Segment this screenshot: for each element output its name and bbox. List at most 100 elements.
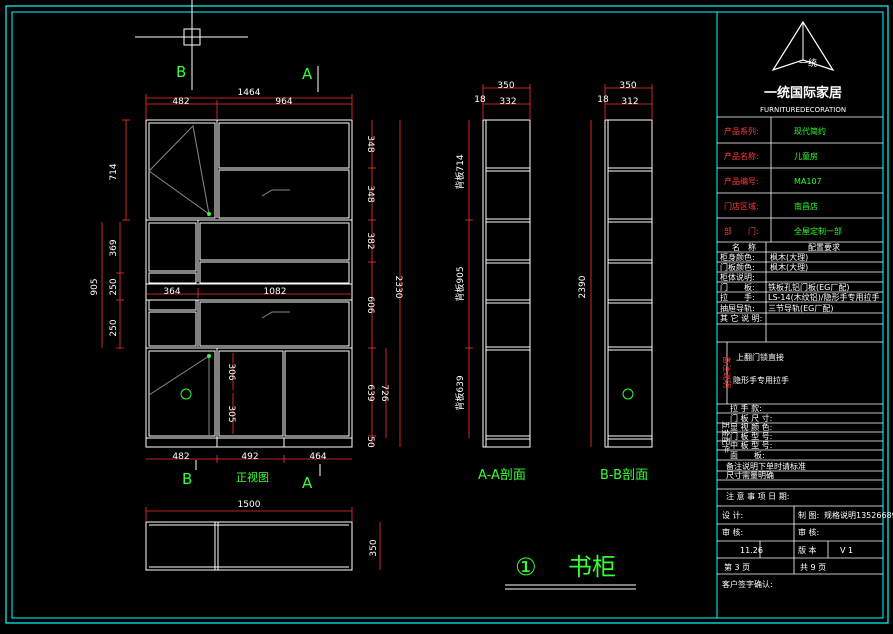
row-label-code: 产品编号: [724,176,759,186]
section-a-back-2: 背板905 [454,266,466,301]
mid-right-cell-2 [199,261,350,284]
front-view-label: 正视图 [236,470,269,484]
section-a-inner: 332 [499,97,516,107]
row-value-series: 现代简约 [794,126,826,136]
section-b-view: 350 18 312 2390 B-B剖面 [578,81,653,483]
row-value-dept: 全屋定制一部 [794,226,842,236]
lower-hinge-marker-icon [207,354,211,358]
hardware-label-4: 中 板 型 号: [730,440,772,450]
note-line-2: 隐形手专用拉手 [733,375,789,385]
section-a-back-3: 背板639 [454,375,466,410]
mid-right-cell-1 [199,222,350,261]
door-open-symbol [148,124,210,216]
drawing-title: ① 书柜 [505,553,636,590]
row-value-code: MA107 [794,177,822,186]
row-label-dept: 部 门: [724,226,759,236]
page-current: 第 3 页 [724,562,750,572]
hardware-side-label: 五金配件 [721,421,731,453]
front-dimensions [101,94,401,463]
dim-bottom-3: 464 [309,452,326,462]
inner-frame [11,11,884,619]
version-value: V 1 [840,546,853,555]
title-block: 一统 一统国际家居 FURNITUREDECORATION [717,20,893,589]
drawing-title-number: ① [515,553,537,581]
material-label-3: 门 板: [720,282,755,292]
marker-a-top: A [302,65,313,83]
dim-bottom-1: 482 [172,452,189,462]
notes-side-label: 备注说明 [722,356,732,388]
company-logo: 一统 [771,20,835,72]
dim-right-348b: 348 [365,185,375,202]
logo-badge-text: 一统 [799,57,817,69]
page-total: 共 9 页 [800,563,826,572]
review-label-right: 审 核: [798,527,819,537]
company-name: 一统国际家居 [764,85,842,101]
remark-1: 备注说明下单时请标准 [726,461,806,471]
version-label: 版 本 [798,545,817,555]
hardware-label-5: 面 板: [730,450,765,460]
material-label-6: 其 它 说 明: [720,313,762,323]
section-a-depth: 350 [497,81,514,91]
marker-b-bottom: B [182,470,192,488]
section-a-back-1: 背板714 [454,154,466,189]
dim-right-639: 639 [365,384,375,401]
upper-right-panel-2 [218,169,350,219]
material-value-0: 枫木(大理) [770,252,808,262]
material-label-0: 柜身颜色: [720,252,755,262]
outer-frame [5,5,889,624]
lower-door-open-symbol [148,355,210,436]
section-b-depth: 350 [619,81,636,91]
dim-mid-right: 1082 [264,287,287,297]
material-label-2: 柜体说明: [720,272,755,282]
dim-right-606: 606 [365,296,375,313]
row-value-store: 南昌店 [794,201,818,211]
drawing-value: 规格说明135266891638 [824,510,893,520]
lower-left-door [148,350,216,437]
row-label-name: 产品名称: [724,151,759,161]
material-label-4: 拉 手: [720,292,755,302]
customer-label: 客户签字确认: [722,579,773,589]
plan-width: 1500 [238,500,261,510]
material-header-desc: 配置要求 [808,242,840,252]
dim-mid-left: 364 [163,287,180,297]
material-value-3: 铁板孔铝门板(EG厂配) [768,282,850,292]
dim-top-total: 1464 [238,88,261,98]
section-b-height: 2390 [578,275,588,298]
dim-top-right: 964 [275,97,292,107]
dim-inner-305: 305 [226,405,236,422]
remark-2: 尺寸需量明确 [726,470,774,480]
material-label-1: 门板颜色: [720,262,755,272]
date-label: 注 意 事 项 日 期: [726,491,789,501]
section-b-inner: 312 [621,97,638,107]
marker-b-top: B [176,63,186,81]
dim-left-714: 714 [109,163,119,180]
dim-left-905: 905 [90,278,100,295]
marker-a-bottom: A [302,474,313,492]
section-a-view: 350 18 332 背板714 背板905 背板639 A-A剖面 [454,81,531,483]
row-label-store: 门店区域: [724,201,759,211]
section-markers: B A B A 正视图 [176,62,321,492]
mid-right-cell-3 [199,301,350,347]
dim-right-726: 726 [379,384,389,401]
section-b-label: B-B剖面 [600,468,648,483]
plan-view: 1500 350 [145,500,381,571]
note-line-1: 上翻门锁直接 [736,352,784,362]
date-value: 11.26 [740,546,763,555]
plan-depth: 350 [369,539,379,556]
material-value-4: LS-14(木纹铝)/隐形手专用拉手 [768,292,880,302]
dim-top-left: 482 [172,97,189,107]
hinge-marker-icon [207,212,211,216]
drawing-label: 制 图: [798,510,819,520]
front-dimension-labels: 1464 482 964 364 1082 482 492 464 714 36… [90,88,403,462]
designer-label: 设 计: [722,510,743,520]
lower-mid-door [218,350,284,437]
dim-right-348a: 348 [365,135,375,152]
flap-arrow-icon [261,189,290,197]
dim-inner-306: 306 [226,363,236,380]
dim-left-250a: 250 [109,278,119,295]
mid-left-cell-1 [148,222,197,272]
front-view [145,119,353,448]
drawing-title-text: 书柜 [568,553,616,581]
hardware-label-1: 门 板 尺 寸: [730,413,772,423]
